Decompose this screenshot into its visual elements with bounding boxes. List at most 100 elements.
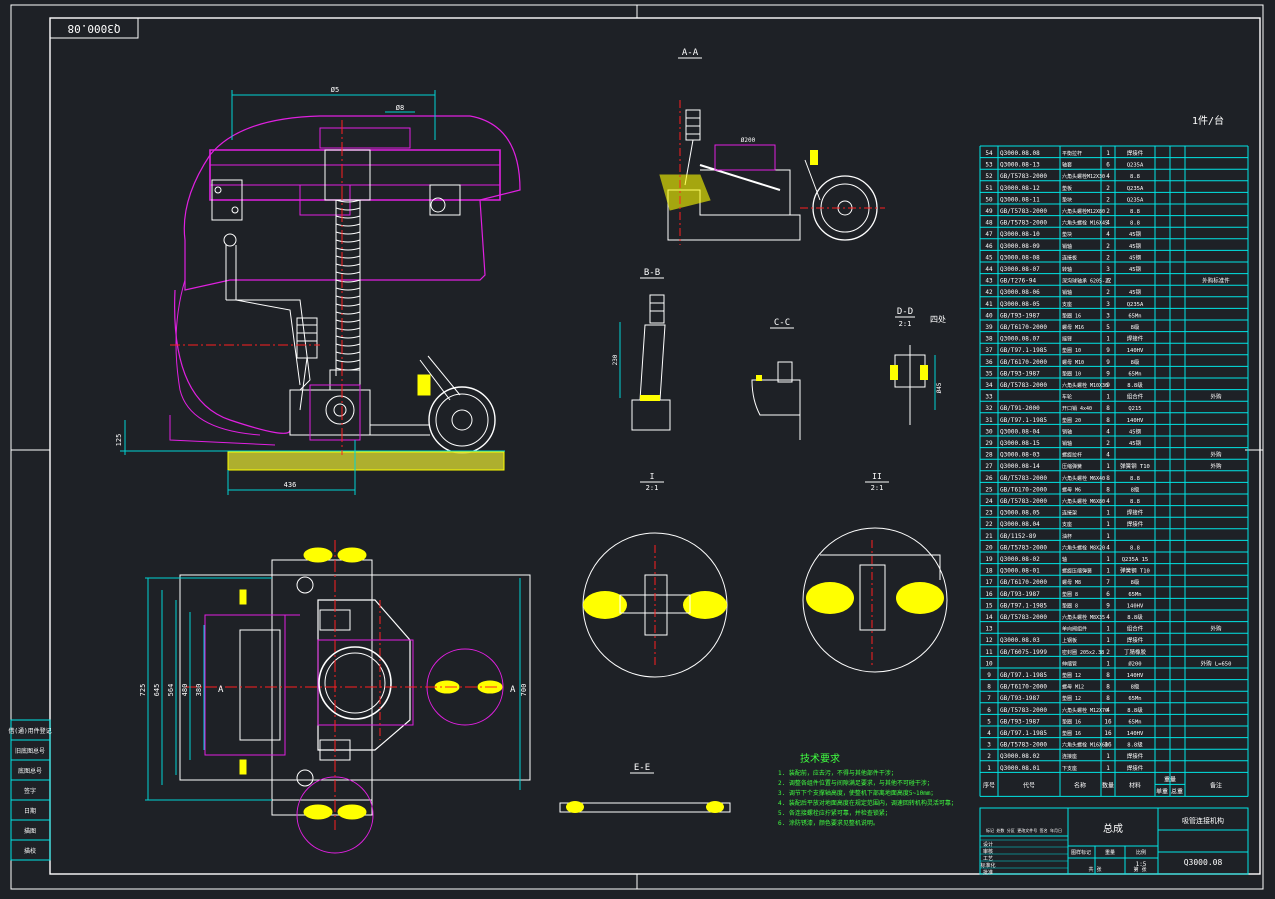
bb-dim: 230: [612, 354, 619, 365]
svg-text:43: 43: [985, 278, 993, 285]
svg-text:1: 1: [1106, 336, 1110, 343]
svg-text:组合件: 组合件: [1127, 625, 1144, 633]
svg-text:9: 9: [1106, 359, 1110, 366]
svg-text:GB/T93-1987: GB/T93-1987: [1000, 370, 1040, 377]
svg-text:65Mn: 65Mn: [1128, 313, 1141, 319]
svg-text:8: 8: [1106, 684, 1110, 691]
plan-dim-380: 380: [195, 684, 203, 697]
svg-text:45钢: 45钢: [1129, 427, 1142, 435]
plan-dim-700: 700: [520, 684, 528, 697]
svg-text:9: 9: [987, 672, 991, 679]
svg-text:34: 34: [985, 382, 993, 389]
plan-yellow-clamps: [239, 547, 503, 820]
stamp-cell-1: 旧底图总号: [15, 747, 45, 755]
svg-text:六角头螺栓 M8X35: 六角头螺栓 M8X35: [1062, 614, 1105, 621]
spring-strut: [296, 317, 318, 411]
svg-text:GB/T97.1-1985: GB/T97.1-1985: [1000, 730, 1047, 737]
svg-text:垫圈 8: 垫圈 8: [1062, 602, 1078, 609]
svg-text:Q3000.08-10: Q3000.08-10: [1000, 231, 1040, 238]
tech-line-2: 2. 调整各组件位置与间隙满足要求，与其他不可碰干涉；: [778, 779, 933, 787]
svg-text:外购: 外购: [1210, 625, 1222, 633]
svg-text:42: 42: [985, 289, 993, 296]
svg-text:1: 1: [1106, 626, 1110, 633]
view-bb: B-B 230: [612, 268, 671, 431]
svg-text:垫圈 16: 垫圈 16: [1062, 312, 1081, 319]
svg-text:销轴: 销轴: [1062, 440, 1072, 447]
stamp-cell-4: 日期: [24, 807, 36, 815]
svg-text:支座: 支座: [1062, 301, 1072, 308]
svg-text:4: 4: [1106, 428, 1110, 435]
svg-text:垫圈 16: 垫圈 16: [1062, 718, 1081, 725]
title-change-row: 标记 处数 分区 更改文件号 签名 年月日: [986, 827, 1062, 833]
svg-text:4: 4: [1106, 220, 1110, 227]
detail-ii-label: II: [872, 472, 882, 481]
svg-text:Q235A: Q235A: [1127, 302, 1144, 308]
svg-text:3: 3: [1106, 301, 1110, 308]
svg-text:24: 24: [985, 498, 993, 505]
bom-header-note: 备注: [1210, 781, 1222, 789]
stamp-cell-0: 借(通)用件登记: [8, 727, 51, 735]
svg-text:25: 25: [985, 486, 993, 493]
svg-text:16: 16: [1104, 718, 1112, 725]
svg-text:31: 31: [985, 417, 993, 424]
svg-text:Q3000.08-03: Q3000.08-03: [1000, 452, 1040, 459]
svg-text:12: 12: [985, 637, 993, 644]
svg-text:垫板: 垫板: [1062, 185, 1072, 192]
svg-text:1: 1: [1106, 533, 1110, 540]
svg-text:焊接件: 焊接件: [1127, 636, 1144, 644]
svg-text:平衡拉杆: 平衡拉杆: [1062, 150, 1082, 157]
title-row-4: 批准: [983, 869, 993, 876]
svg-text:2: 2: [1106, 254, 1110, 261]
svg-text:伸缩管: 伸缩管: [1062, 660, 1077, 667]
svg-text:Q3000.08.01: Q3000.08.01: [1000, 765, 1040, 772]
svg-text:10: 10: [985, 660, 993, 667]
svg-text:1: 1: [1106, 521, 1110, 528]
bom-header-weight: 重量: [1164, 775, 1176, 783]
svg-text:49: 49: [985, 208, 993, 215]
svg-text:Q215: Q215: [1128, 406, 1141, 412]
svg-text:8.8: 8.8: [1130, 221, 1140, 227]
tech-requirements: 技术要求 1. 装配前，应去污，不得与其他部件干涉；2. 调整各组件位置与间隙满…: [778, 752, 957, 827]
svg-text:2: 2: [1106, 196, 1110, 203]
svg-text:GB/T6170-2000: GB/T6170-2000: [1000, 324, 1047, 331]
view-cc: C-C: [751, 318, 801, 440]
svg-text:销轴: 销轴: [1062, 289, 1072, 296]
svg-text:4: 4: [1106, 544, 1110, 551]
svg-text:Q3000.08-01: Q3000.08-01: [1000, 568, 1040, 575]
svg-text:GB/T93-1987: GB/T93-1987: [1000, 695, 1040, 702]
svg-text:47: 47: [985, 231, 993, 238]
view-cc-label: C-C: [774, 318, 790, 328]
front-small-dim: Ø8: [396, 104, 404, 112]
svg-text:53: 53: [985, 162, 993, 169]
title-product: 吸管连接机构: [1182, 816, 1224, 825]
svg-text:GB/T91-2000: GB/T91-2000: [1000, 405, 1040, 412]
svg-text:螺母 M6: 螺母 M6: [1062, 486, 1081, 493]
svg-text:37: 37: [985, 347, 993, 354]
svg-text:螺母 M16: 螺母 M16: [1062, 324, 1084, 331]
svg-text:焊接件: 焊接件: [1127, 520, 1144, 528]
svg-text:8: 8: [1106, 695, 1110, 702]
title-row-2: 工艺: [983, 856, 993, 862]
